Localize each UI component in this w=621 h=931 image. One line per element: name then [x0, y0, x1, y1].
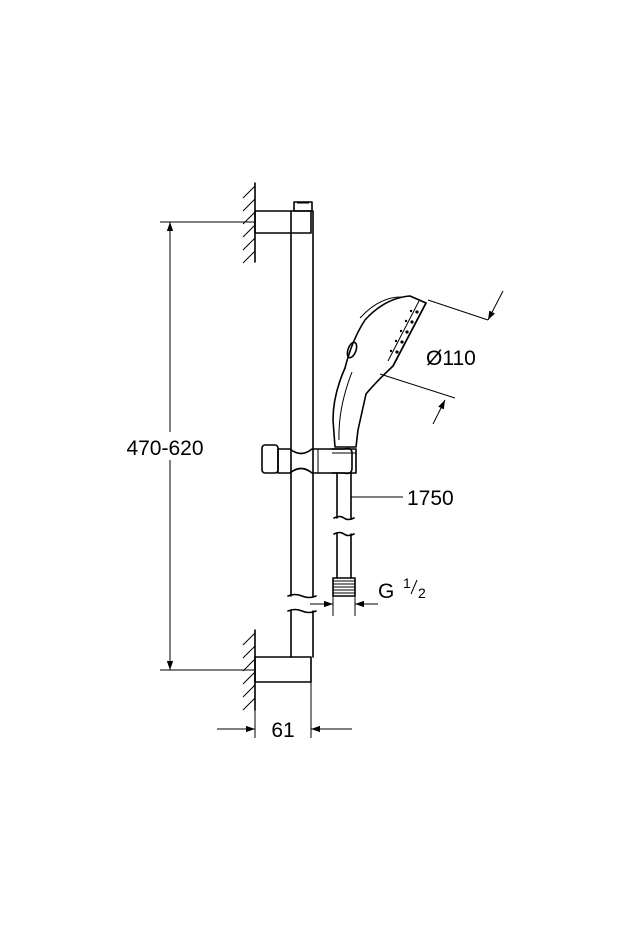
wall-offset-dimension: 61 [217, 682, 352, 742]
thread-prefix-label: G [378, 580, 394, 603]
upper-wall-bracket [242, 182, 312, 264]
hand-shower [332, 295, 427, 448]
hose-length-dimension: 1750 [351, 487, 454, 510]
diameter-dimension: Ø110 [379, 290, 504, 425]
height-dimension: 470-620 [126, 221, 255, 671]
shower-hose [332, 472, 356, 597]
thread-denominator-label: 2 [418, 585, 426, 601]
shower-rail [287, 201, 317, 658]
wall-offset-label: 61 [271, 719, 294, 742]
height-range-label: 470-620 [126, 437, 203, 460]
hose-length-label: 1750 [407, 487, 454, 510]
thread-dimension: G 1 2 [310, 575, 426, 616]
spray-nozzles [389, 309, 419, 354]
slider-holder [261, 444, 357, 475]
thread-numerator-label: 1 [403, 575, 411, 591]
lower-wall-hatch [242, 632, 256, 711]
head-diameter-label: Ø110 [426, 347, 476, 370]
upper-wall-hatch [242, 185, 256, 264]
